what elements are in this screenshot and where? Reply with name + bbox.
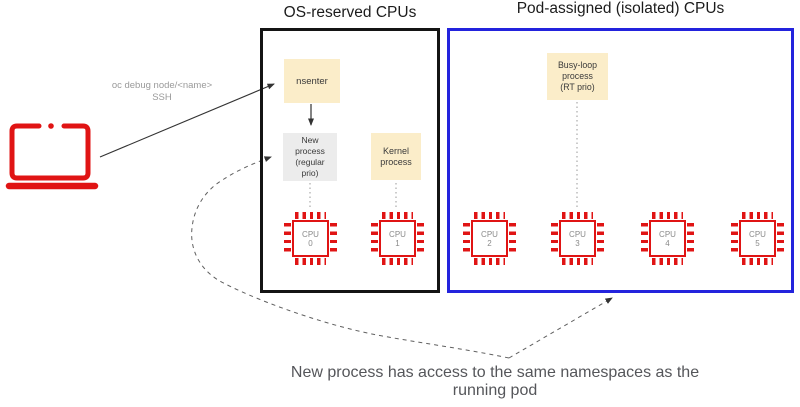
chip-pins-icon xyxy=(652,258,683,265)
ssh-command-line1: oc debug node/<name> xyxy=(111,80,213,91)
chip-pins-icon xyxy=(463,223,470,254)
ssh-command-label: oc debug node/<name> SSH xyxy=(92,80,232,104)
cpu-chip-5: CPU 5 xyxy=(731,212,784,265)
cpu-chip-0: CPU 0 xyxy=(284,212,337,265)
cpu-chip-1: CPU 1 xyxy=(371,212,424,265)
new-process-line2: process xyxy=(295,146,325,156)
chip-pins-icon xyxy=(652,212,683,219)
chip-pins-icon xyxy=(330,223,337,254)
chip-pins-icon xyxy=(777,223,784,254)
chip-pins-icon xyxy=(474,212,505,219)
chip-pins-icon xyxy=(295,258,326,265)
cpu-number: 0 xyxy=(308,238,313,248)
namespace-leader-arrow xyxy=(508,297,613,359)
chip-pins-icon xyxy=(731,223,738,254)
busy-loop-line2: process xyxy=(562,71,593,81)
new-process-line4: prio) xyxy=(301,168,319,178)
nsenter-label: nsenter xyxy=(296,75,328,87)
busy-loop-line3: (RT prio) xyxy=(560,82,595,92)
chip-pins-icon xyxy=(382,258,413,265)
kernel-process-line1: Kernel xyxy=(382,145,409,156)
cpu-number: 1 xyxy=(395,238,400,248)
cpu-number: 3 xyxy=(575,238,580,248)
namespace-caption-line1: New process has access to the same names… xyxy=(290,364,700,381)
chip-pins-icon xyxy=(371,223,378,254)
ssh-command-line2: SSH xyxy=(152,92,172,103)
chip-pins-icon xyxy=(641,223,648,254)
busy-loop-node: Busy-loop process (RT prio) xyxy=(547,53,608,100)
chip-pins-icon xyxy=(742,212,773,219)
os-reserved-title: OS-reserved CPUs xyxy=(283,4,417,21)
new-process-line1: New xyxy=(301,135,319,145)
cpu-label: CPU xyxy=(389,229,406,239)
cpu-number: 5 xyxy=(755,238,760,248)
chip-pins-icon xyxy=(562,258,593,265)
cpu-label: CPU xyxy=(659,229,676,239)
chip-pins-icon xyxy=(295,212,326,219)
pod-assigned-title: Pod-assigned (isolated) CPUs xyxy=(516,0,725,17)
cpu-chip-4: CPU 4 xyxy=(641,212,694,265)
new-process-node: New process (regular prio) xyxy=(283,133,337,181)
cpu-label: CPU xyxy=(749,229,766,239)
kernel-process-node: Kernel process xyxy=(371,133,421,180)
busy-loop-line1: Busy-loop xyxy=(557,60,598,70)
chip-pins-icon xyxy=(509,223,516,254)
chip-pins-icon xyxy=(382,212,413,219)
chip-pins-icon xyxy=(687,223,694,254)
cpu-number: 4 xyxy=(665,238,670,248)
chip-pins-icon xyxy=(474,258,505,265)
os-reserved-box xyxy=(260,28,440,293)
pod-assigned-box xyxy=(447,28,794,293)
cpu-chip-2: CPU 2 xyxy=(463,212,516,265)
cpu-chip-3: CPU 3 xyxy=(551,212,604,265)
chip-pins-icon xyxy=(417,223,424,254)
cpu-label: CPU xyxy=(569,229,586,239)
new-process-line3: (regular xyxy=(295,157,325,167)
cpu-label: CPU xyxy=(481,229,498,239)
kernel-process-line2: process xyxy=(380,156,412,167)
chip-pins-icon xyxy=(597,223,604,254)
chip-pins-icon xyxy=(562,212,593,219)
namespace-caption: New process has access to the same names… xyxy=(200,364,790,400)
chip-pins-icon xyxy=(742,258,773,265)
chip-pins-icon xyxy=(551,223,558,254)
namespace-caption-line2: running pod xyxy=(452,382,538,399)
chip-pins-icon xyxy=(284,223,291,254)
cpu-number: 2 xyxy=(487,238,492,248)
nsenter-node: nsenter xyxy=(284,59,340,103)
laptop-icon xyxy=(5,123,99,190)
cpu-label: CPU xyxy=(302,229,319,239)
